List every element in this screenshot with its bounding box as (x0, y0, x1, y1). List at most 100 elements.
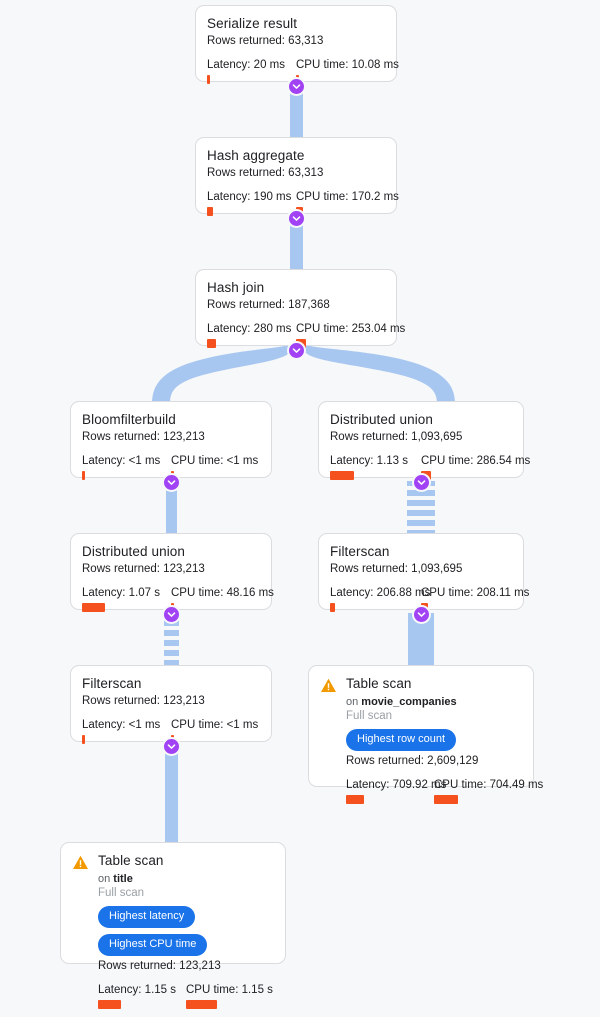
latency-bar (82, 735, 85, 744)
warning-triangle-icon (321, 678, 336, 692)
node-title: Serialize result (207, 16, 298, 31)
cpu-label: CPU time: 286.54 ms (421, 455, 531, 467)
connector-chevron-down-icon[interactable] (289, 343, 304, 358)
node-badges: Highest latency Highest CPU time (98, 906, 274, 956)
plan-node-table-scan-movie-companies[interactable]: Table scan on movie_companies Full scan … (308, 665, 543, 804)
plan-node-filterscan-left[interactable]: Filterscan Rows returned: 123,213 Latenc… (70, 665, 272, 744)
node-rows-returned: Rows returned: 123,213 (82, 431, 205, 443)
latency-metric: Latency: <1 ms (82, 454, 171, 480)
node-title: Distributed union (82, 544, 186, 559)
latency-label: Latency: 1.15 s (98, 984, 176, 996)
node-header: Distributed union (82, 543, 260, 560)
cpu-metric: CPU time: 1.15 s (186, 983, 274, 1009)
cpu-metric: CPU time: 48.16 ms (171, 586, 274, 612)
latency-bar (82, 471, 85, 480)
node-header: Serialize result (207, 15, 385, 32)
cpu-metric: CPU time: 253.04 ms (296, 322, 406, 348)
connector-chevron-down-icon[interactable] (289, 211, 304, 226)
node-header: Distributed union (330, 411, 512, 428)
cpu-metric: CPU time: <1 ms (171, 718, 260, 744)
node-metrics: Latency: 1.07 s CPU time: 48.16 ms (82, 586, 274, 612)
latency-label: Latency: 1.07 s (82, 587, 160, 599)
cpu-metric: CPU time: 208.11 ms (421, 586, 530, 612)
latency-bar (82, 603, 105, 612)
node-title: Table scan (98, 853, 164, 868)
badge-highest-latency[interactable]: Highest latency (98, 906, 196, 928)
node-metrics: Latency: 206.88 ms CPU time: 208.11 ms (330, 586, 530, 612)
badge-highest-cpu-time[interactable]: Highest CPU time (98, 934, 208, 956)
node-metrics: Latency: 709.92 ms CPU time: 704.49 ms (320, 778, 543, 804)
node-title: Hash aggregate (207, 148, 305, 163)
latency-label: Latency: 1.13 s (330, 455, 408, 467)
node-rows-returned: Rows returned: 1,093,695 (330, 431, 463, 443)
connector-chevron-down-icon[interactable] (414, 475, 429, 490)
plan-node-distributed-union-right[interactable]: Distributed union Rows returned: 1,093,6… (318, 401, 531, 480)
connector-chevron-down-icon[interactable] (414, 607, 429, 622)
node-title: Table scan (346, 676, 412, 691)
connector-chevron-down-icon[interactable] (289, 79, 304, 94)
latency-metric: Latency: 1.13 s (330, 454, 421, 480)
cpu-label: CPU time: <1 ms (171, 719, 259, 731)
latency-bar (207, 75, 210, 84)
cpu-label: CPU time: 1.15 s (186, 984, 273, 996)
latency-bar (98, 1000, 121, 1009)
edge-filterscan-left-to-table-scan (165, 745, 178, 846)
latency-bar (346, 795, 364, 804)
latency-label: Latency: <1 ms (82, 455, 161, 467)
plan-node-serialize-result[interactable]: Serialize result Rows returned: 63,313 L… (195, 5, 399, 84)
node-rows-returned: Rows returned: 1,093,695 (330, 563, 463, 575)
cpu-label: CPU time: <1 ms (171, 455, 259, 467)
latency-bar (207, 339, 216, 348)
latency-metric: Latency: 1.07 s (82, 586, 171, 612)
latency-metric: Latency: 280 ms (207, 322, 296, 348)
node-metrics: Latency: <1 ms CPU time: <1 ms (82, 718, 260, 744)
plan-node-table-scan-title[interactable]: Table scan on title Full scan Highest la… (60, 842, 286, 1009)
connector-chevron-down-icon[interactable] (164, 607, 179, 622)
node-title: Filterscan (330, 544, 390, 559)
node-table-target: on movie_companies (346, 695, 522, 709)
cpu-metric: CPU time: <1 ms (171, 454, 260, 480)
latency-bar (330, 471, 354, 480)
cpu-bar (186, 1000, 217, 1009)
node-scan-type: Full scan (98, 887, 145, 899)
latency-label: Latency: 20 ms (207, 59, 285, 71)
node-rows-returned: Rows returned: 123,213 (82, 563, 205, 575)
node-title: Bloomfilterbuild (82, 412, 176, 427)
latency-metric: Latency: 1.15 s (98, 983, 186, 1009)
connector-chevron-down-icon[interactable] (164, 739, 179, 754)
node-metrics: Latency: 280 ms CPU time: 253.04 ms (207, 322, 406, 348)
node-title: Hash join (207, 280, 265, 295)
connector-chevron-down-icon[interactable] (164, 475, 179, 490)
plan-node-bloomfilterbuild[interactable]: Bloomfilterbuild Rows returned: 123,213 … (70, 401, 272, 480)
node-rows-returned: Rows returned: 2,609,129 (346, 755, 479, 767)
cpu-metric: CPU time: 286.54 ms (421, 454, 531, 480)
cpu-label: CPU time: 208.11 ms (421, 587, 530, 599)
node-header: Table scan (72, 852, 274, 871)
latency-metric: Latency: 206.88 ms (330, 586, 431, 612)
node-header: Filterscan (82, 675, 260, 692)
plan-node-filterscan-right[interactable]: Filterscan Rows returned: 1,093,695 Late… (318, 533, 530, 612)
node-title: Filterscan (82, 676, 142, 691)
cpu-label: CPU time: 48.16 ms (171, 587, 274, 599)
cpu-label: CPU time: 10.08 ms (296, 59, 399, 71)
warning-triangle-icon (73, 855, 88, 869)
latency-label: Latency: 280 ms (207, 323, 292, 335)
cpu-label: CPU time: 253.04 ms (296, 323, 406, 335)
cpu-metric: CPU time: 170.2 ms (296, 190, 399, 216)
latency-metric: Latency: 20 ms (207, 58, 296, 84)
latency-label: Latency: 709.92 ms (346, 779, 447, 791)
edge-hash-join-to-bloomfilterbuild (152, 345, 291, 404)
plan-node-distributed-union-left[interactable]: Distributed union Rows returned: 123,213… (70, 533, 274, 612)
latency-label: Latency: 206.88 ms (330, 587, 431, 599)
node-rows-returned: Rows returned: 63,313 (207, 167, 324, 179)
cpu-bar (434, 795, 458, 804)
plan-node-hash-join[interactable]: Hash join Rows returned: 187,368 Latency… (195, 269, 406, 348)
node-rows-returned: Rows returned: 63,313 (207, 35, 324, 47)
plan-node-hash-aggregate[interactable]: Hash aggregate Rows returned: 63,313 Lat… (195, 137, 399, 216)
edge-hash-join-to-distributed-union (304, 345, 455, 404)
node-rows-returned: Rows returned: 123,213 (98, 960, 221, 972)
node-header: Bloomfilterbuild (82, 411, 260, 428)
node-header: Filterscan (330, 543, 512, 560)
badge-highest-row-count[interactable]: Highest row count (346, 729, 457, 751)
